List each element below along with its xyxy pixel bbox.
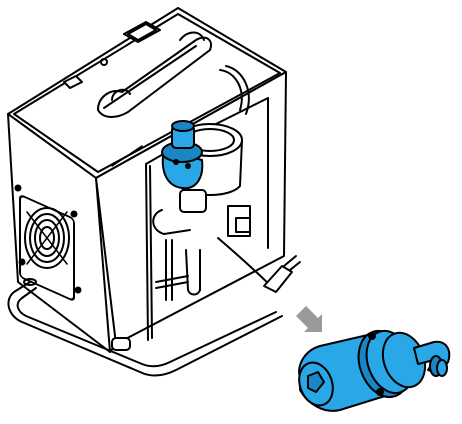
machine-housing [7, 7, 287, 353]
power-cord [217, 237, 301, 293]
pump-removed [298, 330, 451, 412]
top-handle [97, 31, 212, 118]
base-rail [7, 278, 283, 377]
fan-grille [14, 184, 82, 301]
pump-installed [161, 120, 204, 190]
internal-pipes [152, 189, 251, 301]
top-display [123, 21, 161, 43]
power-switch [63, 58, 108, 89]
removal-arrow [296, 306, 322, 332]
